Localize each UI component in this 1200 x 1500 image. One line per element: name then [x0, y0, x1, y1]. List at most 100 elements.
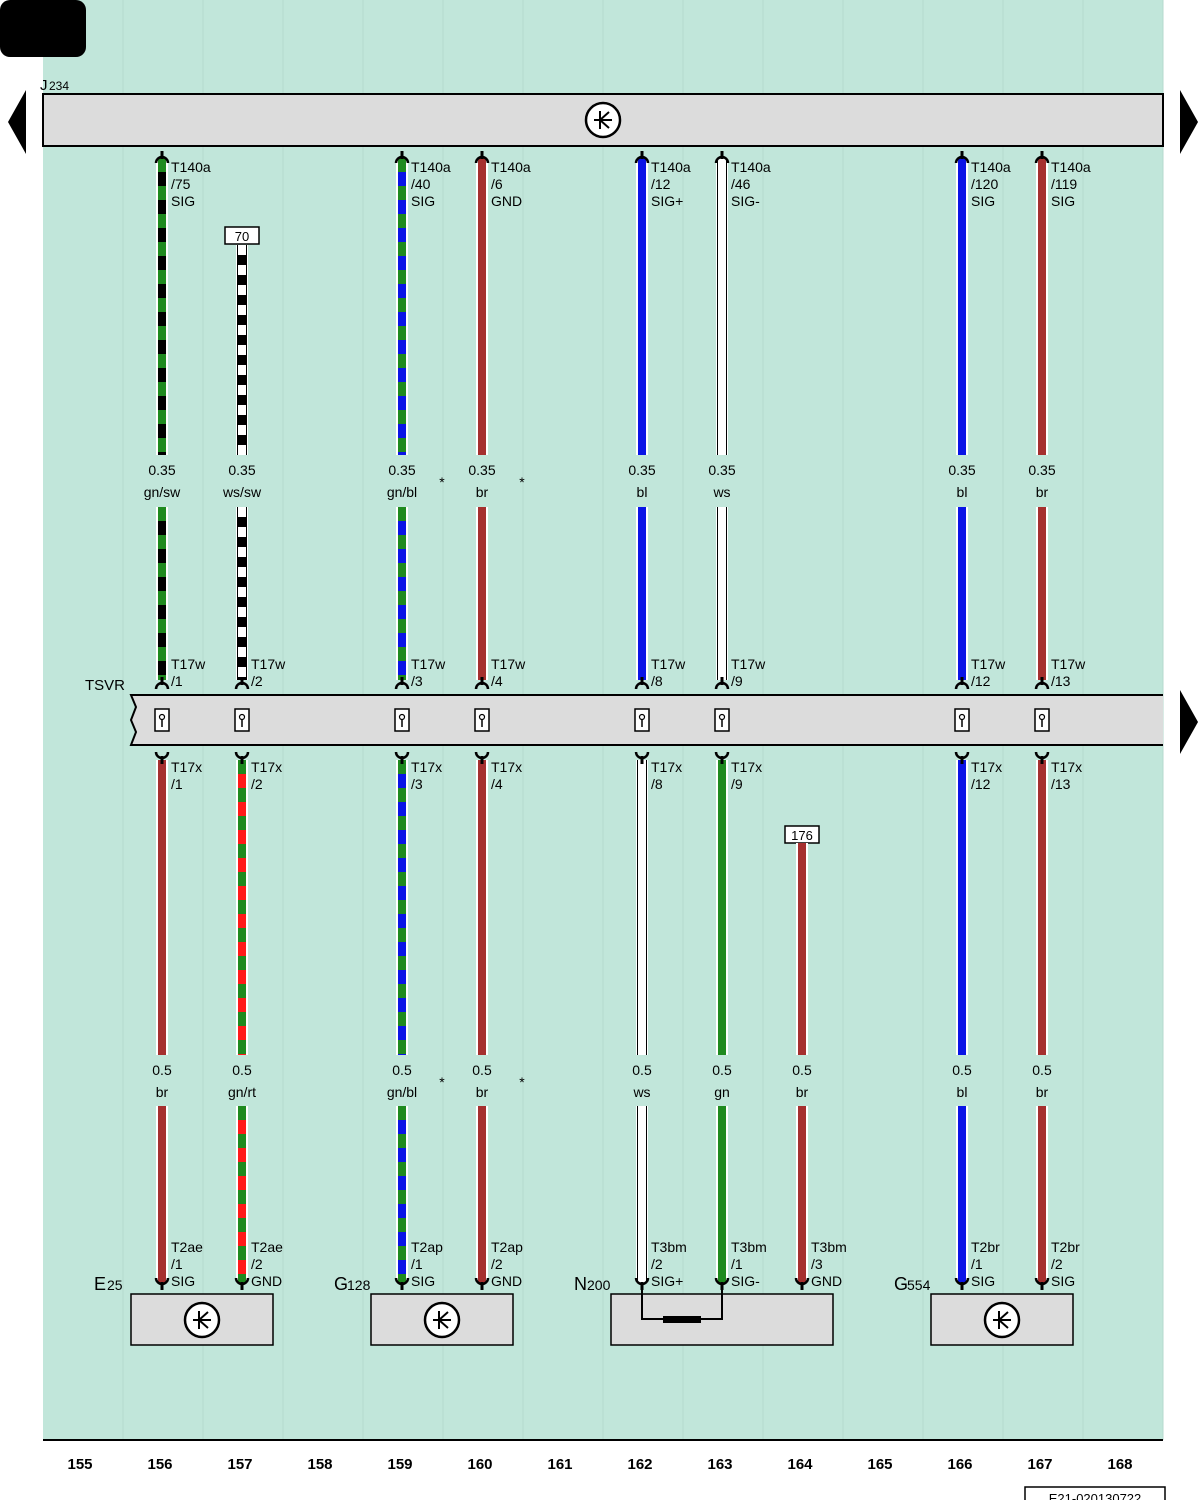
lower-wire[interactable]: [636, 1106, 648, 1283]
wire-color-label: br: [796, 1084, 809, 1100]
lower-wire[interactable]: [956, 760, 968, 1055]
terminal-icon: [234, 677, 250, 690]
wire-color-label: br: [1036, 1084, 1049, 1100]
lower-connector-label-line: /1: [171, 776, 183, 792]
upper-wire[interactable]: [236, 245, 248, 455]
upper-wire[interactable]: [636, 507, 648, 680]
column-number: 161: [547, 1456, 572, 1473]
column-number: 157: [227, 1456, 252, 1473]
component-connector-label-line: SIG: [411, 1273, 435, 1289]
bus-pin-icon: [714, 708, 730, 732]
wire-gauge: 0.35: [468, 462, 495, 478]
mid-connector-label-line: T17w: [171, 656, 206, 672]
bus-top-label-sub: 234: [49, 79, 69, 93]
upper-wire[interactable]: [636, 158, 648, 455]
lower-connector-label: T17x/12: [971, 759, 1002, 792]
lower-wire[interactable]: [396, 1106, 408, 1283]
lower-connector-label: T17x/9: [731, 759, 762, 792]
lower-connector-label: T17x/3: [411, 759, 442, 792]
lower-wire[interactable]: [956, 1106, 968, 1283]
component-connector-label-line: /1: [971, 1256, 983, 1272]
upper-connector-label-line: /40: [411, 176, 431, 192]
terminal-icon: [1034, 151, 1050, 164]
upper-wire[interactable]: [1036, 158, 1048, 455]
terminal-icon: [474, 1277, 490, 1290]
wire-color-label: gn: [714, 1084, 730, 1100]
lower-wire[interactable]: [1036, 760, 1048, 1055]
upper-wire[interactable]: [156, 507, 168, 680]
reference-box[interactable]: 176: [784, 825, 820, 844]
component-connector-label-line: /2: [251, 1256, 263, 1272]
wire-color-label: br: [476, 484, 489, 500]
lower-wire[interactable]: [796, 1106, 808, 1283]
component-connector-label-line: GND: [251, 1273, 282, 1289]
doc-id-box: [1024, 1486, 1166, 1500]
component-connector-label-line: GND: [491, 1273, 522, 1289]
lower-wire[interactable]: [1036, 1106, 1048, 1283]
mid-connector-label: T17w/1: [171, 656, 206, 689]
mid-connector-label-line: /12: [971, 673, 991, 689]
component-connector-label-line: /2: [651, 1256, 663, 1272]
wire-gauge: 0.5: [1032, 1062, 1052, 1078]
upper-connector-label-line: /119: [1051, 176, 1077, 192]
upper-wire[interactable]: [956, 158, 968, 455]
upper-connector-label-line: SIG: [1051, 193, 1075, 209]
lower-wire[interactable]: [236, 760, 248, 1055]
mid-connector-label: T17w/13: [1051, 656, 1086, 689]
mid-connector-label-line: /4: [491, 673, 503, 689]
lower-connector-label-line: T17x: [491, 759, 522, 775]
reference-box[interactable]: 70: [224, 226, 260, 245]
component-connector-label-line: GND: [811, 1273, 842, 1289]
upper-wire[interactable]: [716, 158, 728, 455]
lower-connector-label: T17x/8: [651, 759, 682, 792]
upper-wire[interactable]: [236, 507, 248, 680]
page-left-arrow-icon[interactable]: [8, 90, 26, 154]
terminal-icon: [954, 751, 970, 764]
lower-wire[interactable]: [716, 1106, 728, 1283]
upper-wire[interactable]: [956, 507, 968, 680]
upper-wire[interactable]: [396, 158, 408, 455]
upper-connector-label-line: /120: [971, 176, 998, 192]
page-right-arrow-icon[interactable]: [1180, 90, 1198, 154]
mid-connector-label-line: T17w: [1051, 656, 1086, 672]
upper-wire[interactable]: [476, 507, 488, 680]
lower-wire[interactable]: [236, 1106, 248, 1283]
wire-gauge: 0.5: [232, 1062, 252, 1078]
lower-wire[interactable]: [636, 760, 648, 1055]
lower-wire[interactable]: [156, 1106, 168, 1283]
component-connector-label-line: SIG: [971, 1273, 995, 1289]
upper-wire[interactable]: [156, 158, 168, 455]
column-number: 159: [387, 1456, 412, 1473]
column-number: 160: [467, 1456, 492, 1473]
bus-pin-icon: [474, 708, 490, 732]
lower-wire[interactable]: [796, 843, 808, 1055]
lower-wire[interactable]: [396, 760, 408, 1055]
column-number: 168: [1107, 1456, 1132, 1473]
lower-wire[interactable]: [476, 1106, 488, 1283]
upper-wire[interactable]: [476, 158, 488, 455]
page-right-arrow-icon-2[interactable]: [1180, 690, 1198, 754]
lower-wire[interactable]: [716, 760, 728, 1055]
lower-wire[interactable]: [156, 760, 168, 1055]
wire-color-label: bl: [957, 484, 968, 500]
terminal-icon: [714, 677, 730, 690]
bus-top-label: J 234: [40, 77, 69, 94]
terminal-icon: [794, 1277, 810, 1290]
lower-wire[interactable]: [476, 760, 488, 1055]
upper-wire[interactable]: [396, 507, 408, 680]
upper-wire[interactable]: [716, 507, 728, 680]
bus-pin-icon: [634, 708, 650, 732]
upper-wire[interactable]: [1036, 507, 1048, 680]
